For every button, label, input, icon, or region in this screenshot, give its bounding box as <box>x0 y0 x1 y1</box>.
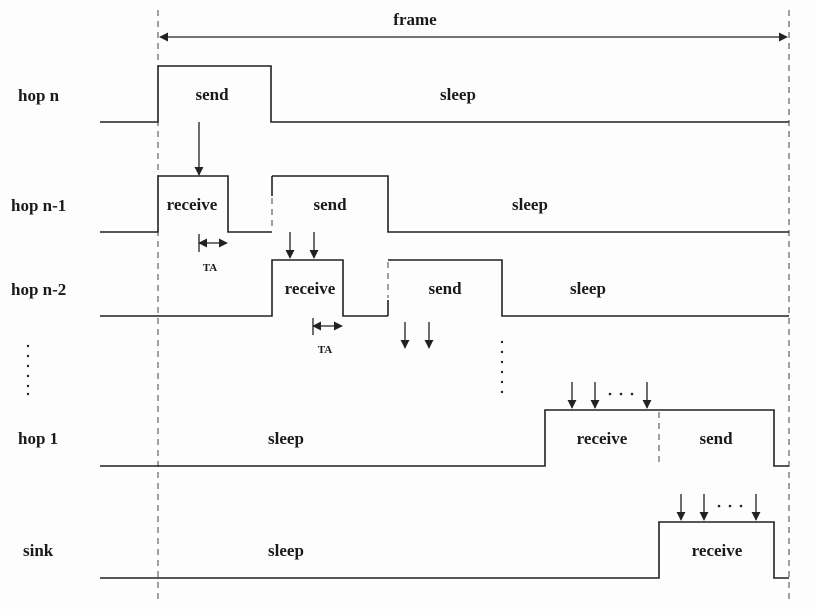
waveform-hop-n-1-receive <box>100 175 272 233</box>
row-label-hop-1: hop 1 <box>18 429 58 448</box>
arrow-ellipsis-hop-1 <box>608 392 634 396</box>
waveform-hop-n <box>100 65 789 123</box>
segment-hop-n-2-receive: receive <box>285 279 336 298</box>
segment-sink-sleep: sleep <box>268 541 304 560</box>
ta-label-2: TA <box>318 344 333 356</box>
waveform-hop-n-2-send <box>388 259 789 317</box>
frame-label: frame <box>393 10 437 29</box>
segment-hop-n-2-sleep: sleep <box>570 279 606 298</box>
segment-hop-n-1-receive: receive <box>167 195 218 214</box>
segment-hop-n-send: send <box>195 85 229 104</box>
row-label-hop-n: hop n <box>18 86 60 105</box>
waveform-hop-n-1-send <box>272 175 789 233</box>
arrow-ellipsis-sink <box>717 504 743 508</box>
waveform-sink <box>100 521 789 579</box>
row-label-hop-n-1: hop n-1 <box>11 196 66 215</box>
ta-label-1: TA <box>203 262 218 274</box>
waveform-hop-n-2-receive <box>100 259 388 317</box>
segment-hop-1-receive: receive <box>577 429 628 448</box>
segment-hop-1-sleep: sleep <box>268 429 304 448</box>
segment-sink-receive: receive <box>692 541 743 560</box>
segment-hop-n-sleep: sleep <box>440 85 476 104</box>
row-label-hop-n-2: hop n-2 <box>11 280 66 299</box>
row-ellipsis-left <box>26 344 30 396</box>
segment-hop-n-1-sleep: sleep <box>512 195 548 214</box>
segment-hop-n-1-send: send <box>313 195 347 214</box>
segment-hop-n-2-send: send <box>428 279 462 298</box>
row-ellipsis-middle <box>500 340 504 394</box>
segment-hop-1-send: send <box>699 429 733 448</box>
waveform-hop-1 <box>100 409 789 467</box>
row-label-sink: sink <box>23 541 54 560</box>
